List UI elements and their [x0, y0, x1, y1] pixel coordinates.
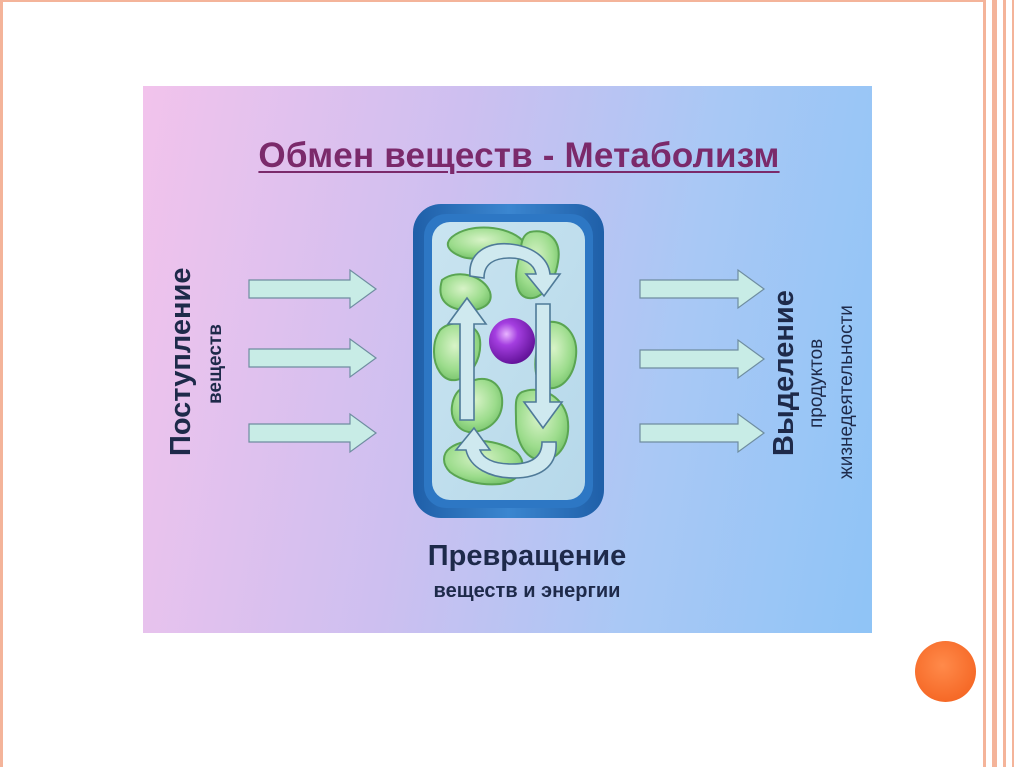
nucleus-icon [489, 318, 535, 364]
excretion-arrow-icon [639, 268, 766, 310]
intake-arrow-icon [248, 268, 378, 310]
frame-line [0, 0, 986, 2]
accent-circle [915, 641, 976, 702]
intake-arrow-icon [248, 337, 378, 379]
diagram-title: Обмен веществ - Метаболизм [258, 136, 780, 175]
frame-line [1012, 0, 1014, 767]
cycle-arrow-icon [446, 242, 564, 479]
transformation-label: Превращение [427, 540, 627, 572]
transformation-sublabel: веществ и энергии [433, 580, 621, 602]
intake-arrow-icon [248, 412, 378, 454]
excretion-arrow-icon [639, 412, 766, 454]
excretion-sublabel-2: жизнедеятельности [836, 305, 857, 479]
intake-label: Поступление [165, 267, 197, 456]
frame-line [983, 0, 986, 767]
chloroplast [439, 273, 492, 312]
frame-line [0, 0, 3, 767]
excretion-sublabel: продуктов [806, 338, 827, 428]
intake-sublabel: веществ [205, 324, 226, 404]
frame-line [992, 0, 997, 767]
excretion-arrow-icon [639, 338, 766, 380]
frame-line [1003, 0, 1006, 767]
cell-icon [413, 204, 604, 518]
excretion-label: Выделение [768, 290, 800, 456]
